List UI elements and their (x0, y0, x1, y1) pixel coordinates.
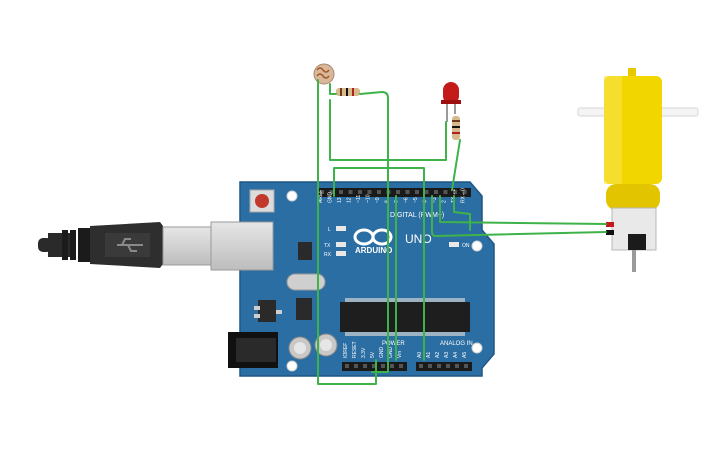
header-pin[interactable] (377, 190, 381, 194)
header-pin[interactable] (464, 364, 468, 368)
on-label: ON (462, 243, 470, 249)
header-pin[interactable] (443, 190, 448, 194)
power-jack (228, 332, 278, 368)
brand-label: ARDUINO (355, 246, 392, 255)
pin-label: A5 (462, 352, 468, 358)
pin-label: A3 (444, 352, 450, 358)
pin-label: RESET (352, 341, 358, 358)
header-pin[interactable] (339, 190, 343, 194)
pin-label: Vin (397, 351, 403, 358)
pin-label: IOREF (343, 343, 349, 358)
pin-label: GND (328, 192, 334, 204)
header-pin[interactable] (437, 364, 441, 368)
header-pin[interactable] (348, 190, 353, 194)
header-pin[interactable] (354, 364, 358, 368)
rx-label: RX (324, 252, 332, 258)
header-pin[interactable] (446, 364, 450, 368)
wire-a0-loop (333, 167, 425, 361)
header-pin[interactable] (462, 190, 467, 194)
pin-label: 4 (423, 200, 429, 203)
header-pin[interactable] (396, 190, 400, 194)
header-pin[interactable] (367, 190, 372, 194)
header-pin[interactable] (329, 190, 334, 194)
pin-label: AREF (318, 190, 324, 203)
pin-label: A4 (453, 352, 459, 358)
led-resistor-icon (452, 116, 460, 140)
wire-resistor-to-a0 (359, 91, 389, 373)
header-pin[interactable] (399, 364, 403, 368)
pin-label: ~6 (404, 197, 410, 203)
tx-label: TX (324, 243, 331, 249)
header-pin[interactable] (424, 190, 429, 194)
header-pin[interactable] (434, 190, 438, 194)
resistor-icon (336, 88, 360, 96)
header-pin[interactable] (419, 364, 423, 368)
arduino-logo-icon (353, 228, 393, 246)
header-pin[interactable] (415, 190, 419, 194)
wire-led-to-pin (451, 139, 461, 191)
header-pin[interactable] (320, 190, 324, 194)
pin-label: A0 (417, 352, 423, 358)
model-label: UNO (405, 232, 432, 246)
usb-port (210, 221, 274, 271)
wire-motor-minus (431, 195, 607, 237)
pin-label: 3.3V (361, 347, 367, 358)
power-label: POWER (382, 341, 405, 347)
led-icon (441, 82, 461, 122)
header-pin[interactable] (455, 364, 459, 368)
analog-label: ANALOG IN (440, 341, 473, 347)
header-strip (416, 362, 472, 371)
pin-label: ~5 (413, 197, 419, 203)
pin-label: GND (379, 347, 385, 359)
pin-label: A1 (426, 352, 432, 358)
microcontroller-chip (340, 298, 470, 336)
header-pin[interactable] (405, 190, 410, 194)
pin-label: ~3 (432, 197, 438, 203)
header-pin[interactable] (372, 364, 376, 368)
pin-label: ~11 (356, 195, 362, 203)
pin-label: 12 (347, 197, 353, 203)
wire-board-gnd (453, 195, 471, 231)
pin-label: ~10 (366, 194, 372, 203)
dc-motor-icon (577, 68, 699, 272)
pin-label: ~9 (375, 197, 381, 203)
header-pin[interactable] (453, 190, 457, 194)
header-pin[interactable] (390, 364, 394, 368)
reset-button[interactable] (249, 189, 275, 213)
header-pin[interactable] (428, 364, 432, 368)
header-pin[interactable] (358, 190, 362, 194)
l-label: L (328, 227, 331, 233)
wire-motor-plus (439, 195, 607, 225)
pin-label: GND (388, 347, 394, 359)
wire-ldr-gnd (329, 99, 447, 161)
digital-label: DIGITAL (PWM~) (390, 212, 444, 219)
header-strip (317, 188, 471, 197)
pin-label: A2 (435, 352, 441, 358)
pin-label: 13 (337, 197, 343, 203)
header-pin[interactable] (345, 364, 349, 368)
wires (317, 79, 607, 385)
header-pin[interactable] (381, 364, 385, 368)
pin-label: 2 (442, 200, 448, 203)
pin-label: 5V (370, 351, 376, 358)
header-pin[interactable] (363, 364, 367, 368)
wire-ldr-resistor (329, 83, 337, 95)
pin-label: RX←0 (461, 188, 467, 203)
photoresistor-icon (313, 63, 335, 85)
